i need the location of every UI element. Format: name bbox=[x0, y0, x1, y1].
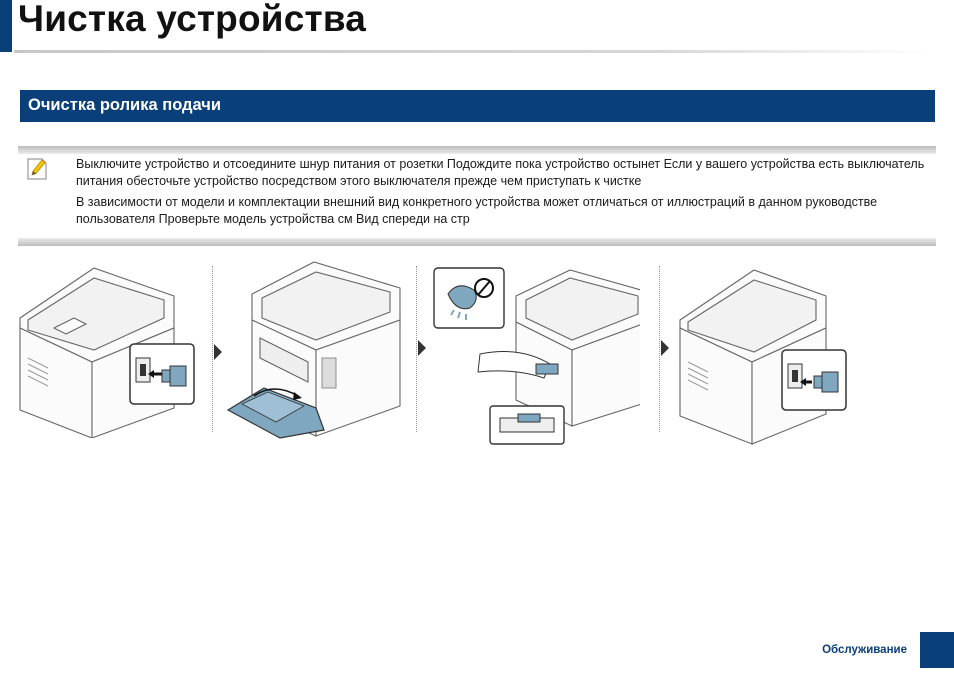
note-top-border bbox=[18, 146, 936, 154]
page-number-tab bbox=[920, 632, 954, 668]
note-pencil-icon bbox=[27, 158, 47, 180]
section-title: Очистка ролика подачи bbox=[28, 96, 222, 114]
open-manual-tray-icon bbox=[226, 261, 401, 439]
section-header: Очистка ролика подачи bbox=[20, 90, 935, 122]
note-text: Выключите устройство и отсоедините шнур … bbox=[76, 156, 926, 232]
step-arrow-icon bbox=[418, 340, 426, 356]
step-divider bbox=[416, 266, 417, 432]
title-rule bbox=[14, 50, 934, 53]
step-divider bbox=[659, 266, 660, 432]
note-paragraph: В зависимости от модели и комплектации в… bbox=[76, 195, 878, 226]
plug-power-cord-icon bbox=[679, 269, 847, 445]
wipe-feed-roller-icon bbox=[433, 267, 640, 445]
note-box: Выключите устройство и отсоедините шнур … bbox=[18, 146, 936, 246]
title-accent-bar bbox=[0, 0, 12, 52]
step-divider bbox=[212, 266, 213, 432]
note-bottom-border bbox=[18, 238, 936, 246]
procedure-illustrations bbox=[14, 256, 924, 452]
page-title: Чистка устройства bbox=[18, 0, 367, 39]
footer-section-label: Обслуживание bbox=[822, 644, 907, 656]
step-arrow-icon bbox=[661, 340, 669, 356]
unplug-power-cord-icon bbox=[19, 267, 195, 438]
note-paragraph: Выключите устройство и отсоедините шнур … bbox=[76, 157, 925, 188]
step-arrow-icon bbox=[214, 344, 222, 360]
